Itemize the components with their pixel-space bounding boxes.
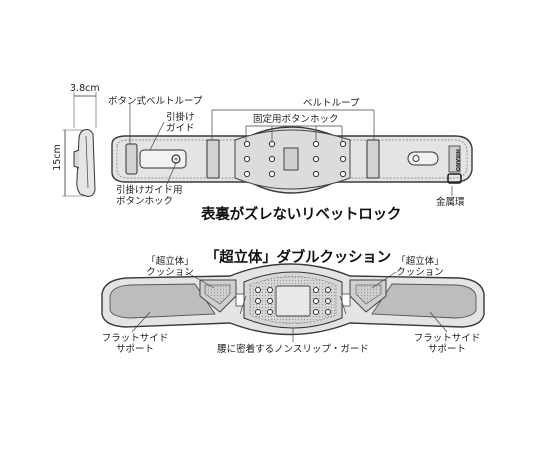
rivet	[339, 155, 347, 163]
inner-rivet	[325, 309, 331, 315]
cushion-left-inner	[204, 284, 231, 305]
side-rivet-block-right	[341, 293, 351, 307]
rivet	[243, 170, 251, 178]
label-metal-ring: 金属環	[436, 197, 465, 208]
dim-width-label: 3.8cm	[70, 83, 100, 94]
inner-rivet	[313, 298, 319, 304]
center-pad	[275, 285, 311, 317]
inner-rivet	[255, 298, 261, 304]
inner-rivet	[267, 309, 273, 315]
flat-side-support-left	[109, 283, 216, 319]
rivet	[268, 170, 276, 178]
rivet	[312, 140, 320, 148]
belt-loop-left	[206, 139, 220, 179]
rivet	[312, 170, 320, 178]
side-profile-view	[62, 92, 97, 197]
inner-rivet	[255, 309, 261, 315]
belt-outer-view: HIRANO	[111, 126, 473, 194]
button-belt-loop	[125, 143, 138, 175]
right-end-hook	[412, 155, 420, 162]
dim-height-label: 15cm	[51, 144, 63, 171]
leader-lines-top	[129, 104, 453, 196]
rivet	[339, 170, 347, 178]
label-cushion-left-1: 「超立体」	[146, 256, 194, 267]
label-flat-side-left-2: サポート	[115, 344, 154, 355]
side-profile-shape	[76, 129, 96, 197]
inner-rivet	[267, 298, 273, 304]
label-flat-side-right-1: フラットサイド	[413, 333, 481, 344]
logo-tag	[448, 145, 461, 173]
metal-ring	[447, 173, 462, 184]
label-guide-button-hook-1: 引掛けガイド用	[116, 185, 183, 196]
side-rivet-block-left	[235, 293, 245, 307]
cushion-right-inner	[355, 284, 382, 305]
label-flat-side-left-1: フラットサイド	[101, 333, 169, 344]
flat-side-support-right	[371, 283, 477, 319]
inner-rivet	[325, 298, 331, 304]
label-belt-loop: ベルトループ	[303, 98, 360, 109]
label-cushion-right-1: 「超立体」	[396, 256, 444, 267]
headline-rivet-lock: 表裏がズレないリベットロック	[201, 207, 402, 223]
label-guide-button-hook-2: ボタンホック	[116, 196, 174, 207]
inner-rivet-grid	[255, 287, 331, 315]
rivet	[243, 140, 251, 148]
label-nonslip-guard: 腰に密着するノンスリップ・ガード	[217, 344, 369, 355]
belt-loop-right	[366, 139, 380, 179]
rivet	[268, 140, 276, 148]
belt-inner-view	[101, 263, 485, 336]
hook-guide	[139, 149, 187, 169]
side-profile-clip	[73, 149, 80, 169]
leader-lines-bottom	[131, 271, 448, 342]
guide-button-hook-inner	[174, 157, 178, 161]
inner-rivet	[267, 287, 273, 293]
rivet	[339, 140, 347, 148]
logo-text: HIRANO	[454, 149, 460, 171]
side-profile-inner	[85, 135, 89, 189]
label-cushion-left-2: クッション	[146, 267, 194, 278]
rivet	[243, 155, 251, 163]
inner-rivet	[325, 287, 331, 293]
rivet	[312, 155, 320, 163]
label-hook-guide-1: 引掛け	[166, 112, 195, 123]
headline-double-cushion: 「超立体」ダブルクッション	[205, 250, 391, 266]
label-button-belt-loop: ボタン式ベルトループ	[108, 96, 203, 107]
inner-rivet	[313, 309, 319, 315]
label-cushion-right-2: クッション	[396, 267, 444, 278]
label-hook-guide-2: ガイド	[166, 123, 195, 134]
inner-rivet	[313, 287, 319, 293]
center-strap	[283, 147, 299, 171]
inner-rivet	[255, 287, 261, 293]
rivet	[268, 155, 276, 163]
label-flat-side-right-2: サポート	[427, 344, 466, 355]
rivet-grid	[243, 140, 347, 178]
label-fixed-button-hook: 固定用ボタンホック	[253, 114, 339, 125]
